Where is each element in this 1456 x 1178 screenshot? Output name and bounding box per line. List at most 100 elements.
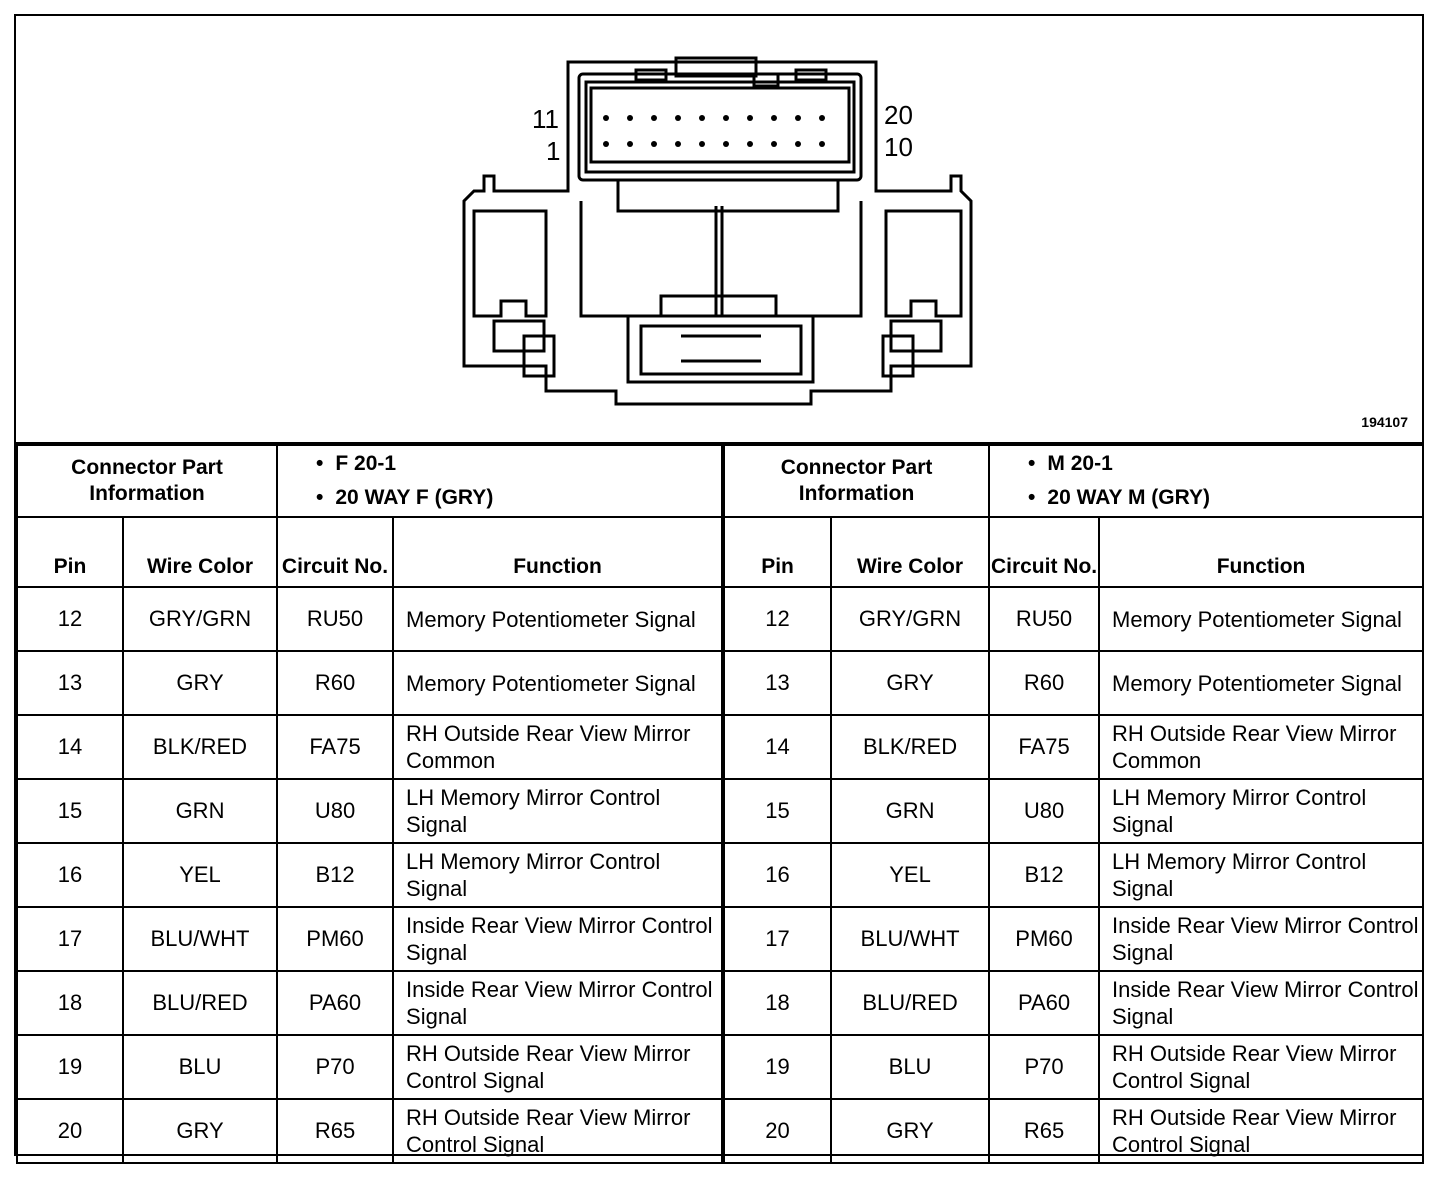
right-cell-wire: BLU/WHT <box>830 906 991 972</box>
column-header-row: Pin Wire Color Circuit No. Function Pin … <box>16 516 1425 588</box>
left-cell-wire: BLU/WHT <box>121 906 279 972</box>
right-cell-function: RH Outside Rear View Mirror Control Sign… <box>1098 1034 1425 1100</box>
pinout-table: Connector Part Information F 20-1 20 WAY… <box>15 444 1425 1164</box>
right-cell-pin: 20 <box>721 1098 833 1164</box>
right-header-wire: Wire Color <box>830 516 991 588</box>
left-header-function: Function <box>392 516 725 588</box>
right-cell-wire: BLK/RED <box>830 714 991 780</box>
left-cell-wire: GRY <box>121 650 279 716</box>
right-info-item: M 20-1 <box>1028 447 1422 481</box>
left-header-circuit: Circuit No. <box>276 516 395 588</box>
connector-pins <box>603 115 825 147</box>
left-cell-pin: 18 <box>16 970 124 1036</box>
right-cell-function: Inside Rear View Mirror Control Signal <box>1098 970 1425 1036</box>
right-cell-circuit: B12 <box>988 842 1101 908</box>
left-cell-wire: BLU <box>121 1034 279 1100</box>
right-cell-circuit: FA75 <box>988 714 1101 780</box>
right-cell-wire: GRN <box>830 778 991 844</box>
left-cell-function: Memory Potentiometer Signal <box>392 586 725 652</box>
left-cell-wire: BLU/RED <box>121 970 279 1036</box>
right-cell-function: RH Outside Rear View Mirror Control Sign… <box>1098 1098 1425 1164</box>
right-header-circuit: Circuit No. <box>988 516 1101 588</box>
right-info-label: Connector Part Information <box>721 444 991 518</box>
right-header-pin: Pin <box>721 516 833 588</box>
left-cell-circuit: U80 <box>276 778 395 844</box>
right-cell-pin: 17 <box>721 906 833 972</box>
pin-label-10: 10 <box>884 132 913 162</box>
left-cell-wire: GRY <box>121 1098 279 1164</box>
right-cell-pin: 13 <box>721 650 833 716</box>
left-cell-function: Inside Rear View Mirror Control Signal <box>392 906 725 972</box>
right-cell-circuit: R65 <box>988 1098 1101 1164</box>
pin-label-11: 11 <box>532 104 559 134</box>
right-cell-circuit: P70 <box>988 1034 1101 1100</box>
left-cell-circuit: R65 <box>276 1098 395 1164</box>
diagram-frame: 11 1 20 10 194107 Connector Part Informa… <box>14 14 1425 1164</box>
left-cell-function: RH Outside Rear View Mirror Common <box>392 714 725 780</box>
left-cell-pin: 16 <box>16 842 124 908</box>
connector-figure: 11 1 20 10 194107 <box>16 16 1422 444</box>
right-cell-circuit: R60 <box>988 650 1101 716</box>
right-header-function: Function <box>1098 516 1425 588</box>
left-cell-wire: BLK/RED <box>121 714 279 780</box>
right-cell-wire: GRY <box>830 1098 991 1164</box>
right-cell-circuit: RU50 <box>988 586 1101 652</box>
right-cell-wire: YEL <box>830 842 991 908</box>
left-info-item: 20 WAY F (GRY) <box>316 481 721 515</box>
left-cell-circuit: PM60 <box>276 906 395 972</box>
right-cell-pin: 19 <box>721 1034 833 1100</box>
right-cell-function: LH Memory Mirror Control Signal <box>1098 778 1425 844</box>
right-cell-circuit: PA60 <box>988 970 1101 1036</box>
left-cell-pin: 14 <box>16 714 124 780</box>
left-info-item: F 20-1 <box>316 447 721 481</box>
left-cell-pin: 15 <box>16 778 124 844</box>
left-header-wire: Wire Color <box>121 516 279 588</box>
right-cell-function: RH Outside Rear View Mirror Common <box>1098 714 1425 780</box>
right-cell-pin: 14 <box>721 714 833 780</box>
figure-id: 194107 <box>1361 414 1408 430</box>
right-cell-wire: BLU/RED <box>830 970 991 1036</box>
left-cell-circuit: PA60 <box>276 970 395 1036</box>
left-cell-circuit: RU50 <box>276 586 395 652</box>
left-cell-wire: GRY/GRN <box>121 586 279 652</box>
left-info-label: Connector Part Information <box>15 444 279 518</box>
left-cell-pin: 12 <box>16 586 124 652</box>
right-info-values: M 20-1 20 WAY M (GRY) <box>988 444 1425 518</box>
left-cell-function: RH Outside Rear View Mirror Control Sign… <box>392 1034 725 1100</box>
connector-info-row: Connector Part Information F 20-1 20 WAY… <box>15 444 1425 518</box>
right-cell-function: Inside Rear View Mirror Control Signal <box>1098 906 1425 972</box>
left-cell-function: LH Memory Mirror Control Signal <box>392 778 725 844</box>
left-cell-function: Inside Rear View Mirror Control Signal <box>392 970 725 1036</box>
left-cell-wire: GRN <box>121 778 279 844</box>
left-info-values: F 20-1 20 WAY F (GRY) <box>276 444 725 518</box>
left-cell-circuit: P70 <box>276 1034 395 1100</box>
right-cell-wire: GRY/GRN <box>830 586 991 652</box>
left-cell-function: LH Memory Mirror Control Signal <box>392 842 725 908</box>
right-cell-circuit: PM60 <box>988 906 1101 972</box>
connector-drawing <box>462 56 973 406</box>
left-cell-circuit: B12 <box>276 842 395 908</box>
left-header-pin: Pin <box>16 516 124 588</box>
pin-label-20: 20 <box>884 100 913 130</box>
right-cell-function: Memory Potentiometer Signal <box>1098 586 1425 652</box>
right-cell-pin: 18 <box>721 970 833 1036</box>
right-cell-function: Memory Potentiometer Signal <box>1098 650 1425 716</box>
left-cell-pin: 20 <box>16 1098 124 1164</box>
right-cell-pin: 16 <box>721 842 833 908</box>
right-cell-pin: 15 <box>721 778 833 844</box>
left-cell-pin: 19 <box>16 1034 124 1100</box>
left-cell-pin: 13 <box>16 650 124 716</box>
right-info-item: 20 WAY M (GRY) <box>1028 481 1422 515</box>
left-cell-wire: YEL <box>121 842 279 908</box>
left-cell-circuit: FA75 <box>276 714 395 780</box>
left-cell-function: Memory Potentiometer Signal <box>392 650 725 716</box>
